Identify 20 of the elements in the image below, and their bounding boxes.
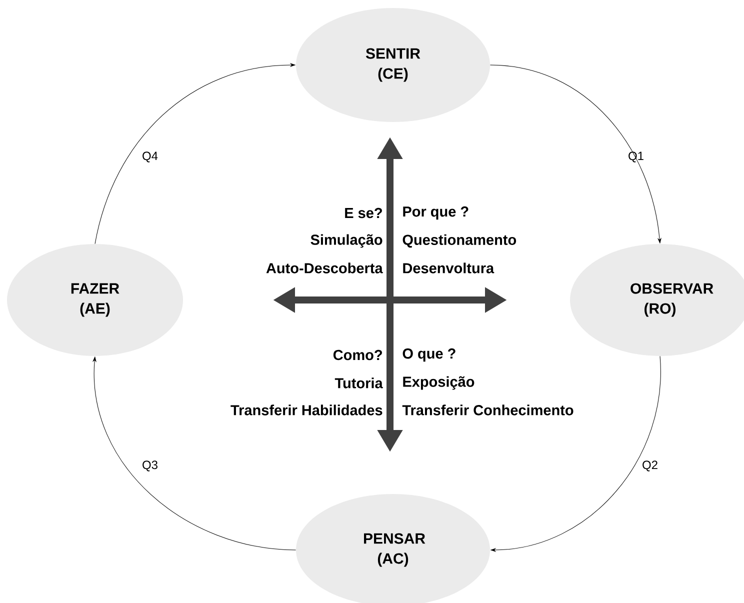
- quadrant-text: Desenvoltura: [403, 262, 494, 274]
- quadrant-text: E se?: [345, 208, 382, 218]
- edge-label: Q2: [642, 460, 658, 472]
- arrow: [94, 63, 296, 244]
- arrow: [490, 356, 661, 552]
- edge-label: Q1: [628, 152, 644, 162]
- arrow: [490, 64, 662, 244]
- edge-label: Q3: [142, 460, 158, 472]
- edge-label: Q4: [142, 152, 158, 162]
- quadrant-text: Transferir Conhecimento: [402, 404, 574, 416]
- arrow: [92, 356, 296, 550]
- quadrant-text: O que ?: [402, 348, 456, 362]
- quadrant-text: Transferir Habilidades: [230, 404, 382, 416]
- quadrant-text: Como?: [333, 350, 382, 360]
- quadrant-text: Simulação: [310, 234, 382, 248]
- quadrant-text: Tutoria: [334, 378, 383, 388]
- quadrant-text: Auto-Descoberta: [266, 262, 383, 274]
- quadrant-text: Exposição: [403, 376, 474, 390]
- quadrant-text: Por que ?: [403, 206, 468, 220]
- quadrant-text: Questionamento: [402, 234, 516, 248]
